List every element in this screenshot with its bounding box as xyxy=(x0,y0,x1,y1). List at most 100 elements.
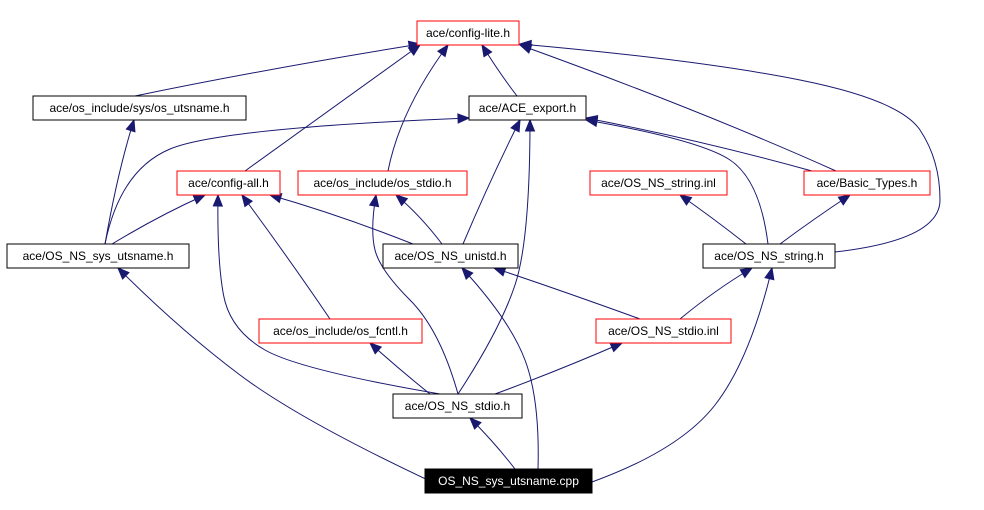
edge-line xyxy=(117,267,433,483)
node-box xyxy=(297,170,468,196)
edge-ns_stdio_h-to-config_all xyxy=(212,193,441,395)
edge-ns_string_h-to-ns_string_inl xyxy=(678,194,747,245)
edge-ns_stdio_inl-to-ns_unistd xyxy=(492,266,641,320)
edge-line xyxy=(493,267,641,320)
node-label: ace/Basic_Types.h xyxy=(817,176,918,190)
node-basic-types[interactable]: ace/Basic_Types.h xyxy=(803,170,931,196)
edge-ns_sys_utsname_h-to-config_all xyxy=(111,194,207,245)
edge-root-to-ns_string_h xyxy=(591,266,775,483)
arrowhead-icon xyxy=(369,342,383,355)
node-ns-string-inl[interactable]: ace/OS_NS_string.inl xyxy=(589,170,728,196)
node-label: ace/OS_NS_string.inl xyxy=(601,176,716,190)
edge-root-to-ns_stdio_h xyxy=(469,417,516,470)
arrowhead-icon xyxy=(192,194,207,205)
node-box xyxy=(589,170,728,196)
edge-ace_export-to-config_lite xyxy=(481,43,518,97)
arrowhead-icon xyxy=(469,417,482,430)
node-label: ace/config-all.h xyxy=(188,176,269,190)
edge-ns_string_h-to-config_lite xyxy=(518,39,941,253)
node-ns-stdio-h[interactable]: ace/OS_NS_stdio.h xyxy=(392,393,523,419)
edge-line xyxy=(457,119,531,395)
node-config-lite[interactable]: ace/config-lite.h xyxy=(416,20,520,46)
edge-ns_sys_utsname_h-to-sys_utsname_h xyxy=(104,118,136,245)
node-label: ace/os_include/os_stdio.h xyxy=(313,176,451,190)
node-os-stdio-inc[interactable]: ace/os_include/os_stdio.h xyxy=(297,170,468,196)
edge-ns_stdio_h-to-os_fcntl xyxy=(369,342,431,395)
node-box xyxy=(702,243,836,269)
node-ns-unistd[interactable]: ace/OS_NS_unistd.h xyxy=(382,243,519,269)
node-os-fcntl[interactable]: ace/os_include/os_fcntl.h xyxy=(258,318,423,344)
node-label: ace/OS_NS_stdio.inl xyxy=(608,324,719,338)
edge-root-to-ns_unistd xyxy=(461,267,539,470)
node-label: OS_NS_sys_utsname.cpp xyxy=(438,474,579,488)
arrowhead-icon xyxy=(524,118,536,132)
edge-line xyxy=(244,44,421,172)
edge-line xyxy=(241,194,331,320)
arrowhead-icon xyxy=(739,267,754,279)
edge-line xyxy=(461,267,539,470)
node-sys-utsname-h[interactable]: ace/os_include/sys/os_utsname.h xyxy=(32,95,247,121)
edge-line xyxy=(679,194,747,245)
node-label: ace/config-lite.h xyxy=(426,26,510,40)
edge-line xyxy=(134,43,421,97)
arrowhead-icon xyxy=(117,267,130,280)
node-box xyxy=(32,95,247,121)
edge-line xyxy=(585,119,769,245)
edge-line xyxy=(269,194,414,245)
node-box xyxy=(803,170,931,196)
graph-nodes: ace/config-lite.h ace/os_include/sys/os_u… xyxy=(6,20,931,494)
edge-ns_stdio_h-to-ace_export xyxy=(457,118,536,395)
arrowhead-icon xyxy=(407,44,422,56)
arrowhead-icon xyxy=(457,113,471,124)
node-box xyxy=(392,393,523,419)
node-box xyxy=(416,20,520,46)
edge-os_fcntl-to-config_all xyxy=(241,193,331,320)
node-ns-stdio-inl[interactable]: ace/OS_NS_stdio.inl xyxy=(595,318,732,344)
node-ns-sys-utsname-h[interactable]: ace/OS_NS_sys_utsname.h xyxy=(6,243,190,269)
node-box xyxy=(176,170,281,196)
arrowhead-icon xyxy=(212,193,224,207)
edge-line xyxy=(387,44,449,172)
arrowhead-icon xyxy=(609,342,624,353)
arrowhead-icon xyxy=(764,266,775,281)
edge-ns_unistd-to-config_all xyxy=(268,193,414,245)
edge-ns_sys_utsname_h-to-ace_export xyxy=(104,113,471,245)
edge-ns_unistd-to-ace_export xyxy=(462,118,521,245)
edge-line xyxy=(779,194,851,245)
arrowhead-icon xyxy=(481,43,493,58)
arrowhead-icon xyxy=(461,267,474,281)
node-label: ace/OS_NS_string.h xyxy=(714,249,823,263)
node-label: ace/OS_NS_stdio.h xyxy=(405,399,510,413)
arrowhead-icon xyxy=(436,43,449,58)
node-label: ace/os_include/sys/os_utsname.h xyxy=(49,101,229,115)
arrowhead-icon xyxy=(837,194,852,206)
arrowhead-icon xyxy=(394,194,409,207)
edge-config_all-to-config_lite xyxy=(244,44,422,172)
edge-os_stdio_inc-to-config_lite xyxy=(387,43,449,172)
edge-sys_utsname_h-to-config_lite xyxy=(134,40,422,97)
node-config-all[interactable]: ace/config-all.h xyxy=(176,170,281,196)
edge-ns_stdio_h-to-os_stdio_inc xyxy=(368,193,459,395)
arrowhead-icon xyxy=(678,194,693,206)
node-ace-export[interactable]: ace/ACE_export.h xyxy=(468,95,587,121)
edge-line xyxy=(104,117,470,245)
edge-line xyxy=(519,44,837,172)
edge-line xyxy=(372,194,459,395)
node-box xyxy=(258,318,423,344)
edge-ns_stdio_inl-to-ns_string_h xyxy=(679,267,754,320)
node-root[interactable]: OS_NS_sys_utsname.cpp xyxy=(424,468,593,494)
edge-line xyxy=(585,117,813,172)
arrowhead-icon xyxy=(125,118,136,133)
node-box xyxy=(595,318,732,344)
edge-basic_types-to-ace_export xyxy=(584,115,813,172)
edge-line xyxy=(494,342,623,395)
graph-edges xyxy=(104,39,941,483)
node-label: ace/os_include/os_fcntl.h xyxy=(273,324,408,338)
node-ns-string-h[interactable]: ace/OS_NS_string.h xyxy=(702,243,836,269)
arrowhead-icon xyxy=(368,193,380,208)
edge-line xyxy=(679,267,753,320)
node-box xyxy=(382,243,519,269)
edge-ns_string_h-to-basic_types xyxy=(779,194,852,245)
edge-line xyxy=(111,194,206,245)
